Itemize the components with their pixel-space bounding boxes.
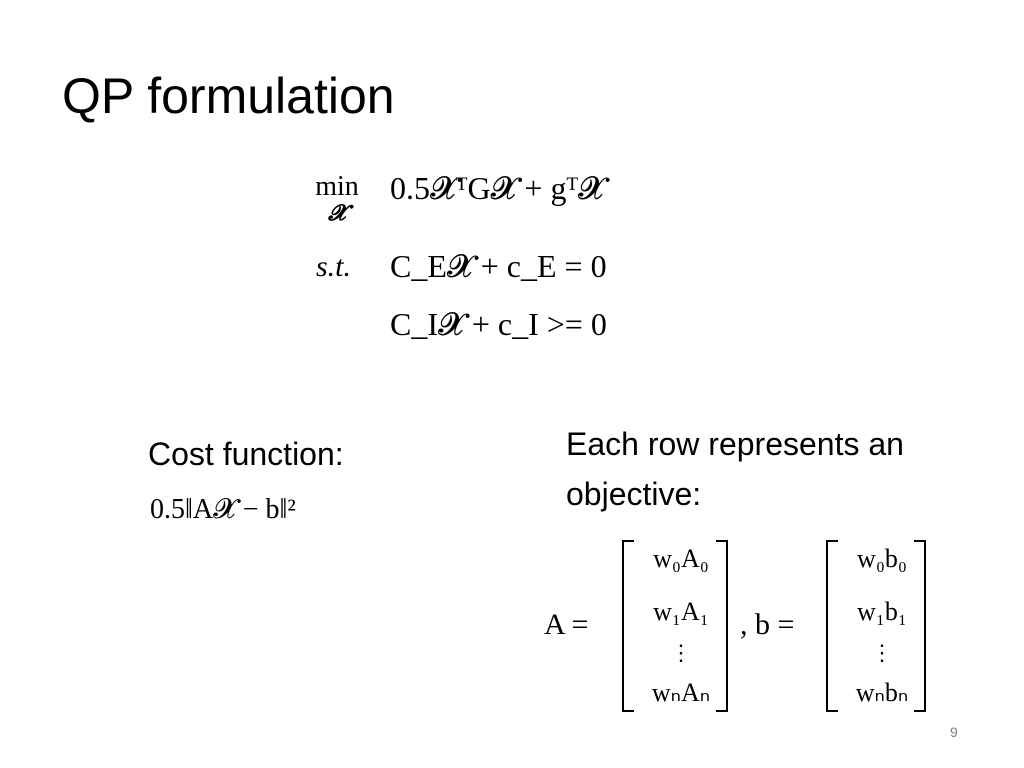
matrix-A-entry: w₁A₁ [653, 597, 709, 627]
matrix-A-entry: wₙAₙ [651, 677, 711, 707]
matrix-b-column: w₀b₀ w₁b₁ ⋮ wₙbₙ [840, 540, 924, 712]
matrix-b-entry: w₀b₀ [857, 544, 907, 573]
matrix-A-entry: w₀A₀ [653, 544, 709, 573]
inequality-constraint: C_I𝓧 + c_I >= 0 [390, 306, 607, 342]
matrix-A-left-bracket [622, 540, 634, 712]
matrix-b-entry: wₙbₙ [855, 677, 909, 707]
matrix-b-right-bracket [914, 540, 926, 712]
slide-title: QP formulation [62, 68, 395, 124]
row-description-line2: objective: [566, 476, 702, 512]
equality-constraint: C_E𝓧 + c_E = 0 [390, 248, 607, 284]
page-number: 9 [950, 724, 958, 740]
matrix-b-left-bracket [826, 540, 838, 712]
min-subscript: 𝓧 [328, 200, 346, 225]
objective-expression: 0.5𝓧ᵀG𝓧 + gᵀ𝓧 [390, 170, 604, 206]
min-word: min [315, 171, 359, 202]
matrix-A-column: w₀A₀ w₁A₁ ⋮ wₙAₙ [636, 540, 726, 712]
matrix-A-lhs: A = [544, 608, 589, 641]
matrix-A-right-bracket [716, 540, 728, 712]
cost-function-label: Cost function: [148, 436, 344, 472]
matrix-A-vdots: ⋮ [670, 639, 692, 665]
matrix-b-lhs: , b = [740, 608, 795, 641]
cost-function-formula: 0.5‖A𝓧 − b‖² [150, 494, 296, 525]
weighted-matrices: A = w₀A₀ w₁A₁ ⋮ wₙAₙ , b = w₀b₀ w₁b₁ ⋮ w… [544, 538, 944, 718]
matrix-b-entry: w₁b₁ [857, 597, 907, 627]
st-label: s.t. [316, 250, 352, 283]
min-operator: min 𝓧 [306, 172, 368, 224]
row-description-line1: Each row represents an [566, 426, 904, 462]
matrix-b-vdots: ⋮ [871, 639, 893, 665]
